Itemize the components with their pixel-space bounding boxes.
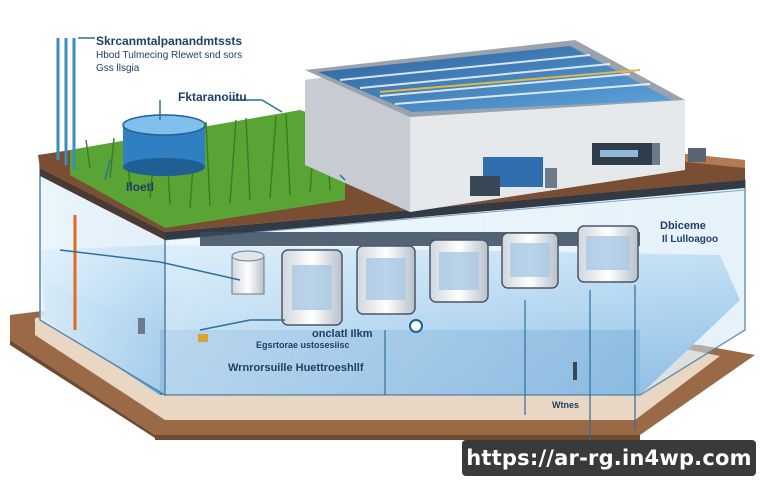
flow-meter-icon bbox=[409, 319, 423, 333]
grass-label: Iloetl bbox=[126, 180, 155, 194]
tank-3 bbox=[356, 245, 416, 315]
valve-icon bbox=[138, 318, 145, 334]
tank-2 bbox=[281, 249, 343, 326]
tank-4 bbox=[429, 239, 489, 303]
tank-1 bbox=[231, 250, 265, 295]
pipes bbox=[56, 37, 636, 445]
control-box bbox=[592, 143, 660, 165]
tank-5 bbox=[501, 232, 559, 289]
top-title-line3: Gss llsgia bbox=[96, 63, 140, 74]
tank-6 bbox=[577, 225, 639, 283]
vent-unit bbox=[688, 148, 706, 162]
top-title-line2: Hbod Tulmecing Rlewet snd sors bbox=[96, 50, 243, 61]
top-title-line1: Skrcanmtalpanandmtssts bbox=[96, 34, 243, 48]
url-watermark: https://ar-rg.in4wp.com bbox=[462, 440, 756, 476]
right-label-line1: Dbiceme bbox=[660, 220, 706, 232]
water-label: Wtnes bbox=[552, 400, 579, 410]
pond-label: Fktaranoiitu bbox=[178, 90, 247, 104]
right-label-line2: Il Lulloagoo bbox=[662, 234, 719, 245]
sensor-icon bbox=[198, 334, 208, 342]
storage-tanks bbox=[231, 225, 639, 326]
tank-label: Egsrtorae ustosesiisc bbox=[256, 340, 350, 350]
pump-equipment bbox=[470, 157, 557, 196]
center-label: onclatl Ilkm bbox=[312, 328, 373, 340]
rainwater-pond-tank bbox=[122, 114, 206, 176]
building bbox=[305, 40, 685, 212]
tank-band bbox=[200, 232, 640, 246]
bottom-label: Wrnrorsuille Huettroeshllf bbox=[228, 362, 364, 374]
